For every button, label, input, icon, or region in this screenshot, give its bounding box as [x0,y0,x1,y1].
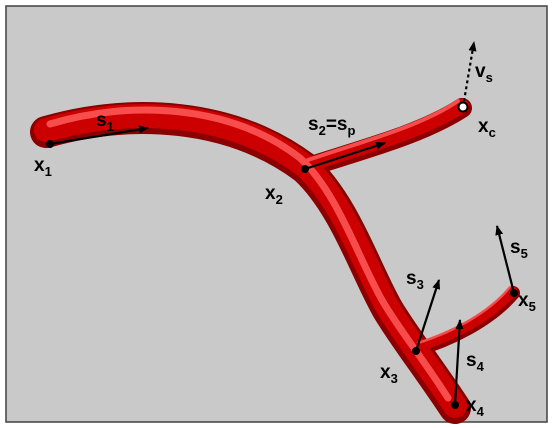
label-s2: s2=sp [308,114,355,138]
arrow-s1 [49,125,149,146]
label-x5: x5 [518,290,536,314]
point-x5 [510,289,518,297]
point-labels: x1 x2 x3 x4 x5 xc s1 s2=sp s3 s4 s5 [34,61,536,419]
label-x2: x2 [265,183,283,207]
arrow-s4 [453,319,464,405]
arrow-s2 [304,141,386,171]
point-x3 [412,347,420,355]
label-s4: s4 [466,350,485,374]
label-vs: vs [475,61,493,85]
label-x3: x3 [380,362,398,386]
point-xc [457,101,469,113]
label-xc: xc [478,116,496,140]
direction-arrows [49,41,516,405]
arrow-s5 [495,225,516,294]
label-x1: x1 [34,155,52,179]
arrow-vs [461,41,477,108]
label-x4: x4 [466,395,485,419]
vessel-points [46,101,518,409]
label-s1: s1 [96,110,114,134]
label-s3: s3 [406,268,424,292]
figure-background [5,5,548,423]
label-s5: s5 [510,237,528,261]
point-x1 [46,140,54,148]
point-x4 [451,401,459,409]
point-x2 [301,165,309,173]
arrow-s3 [414,279,441,352]
